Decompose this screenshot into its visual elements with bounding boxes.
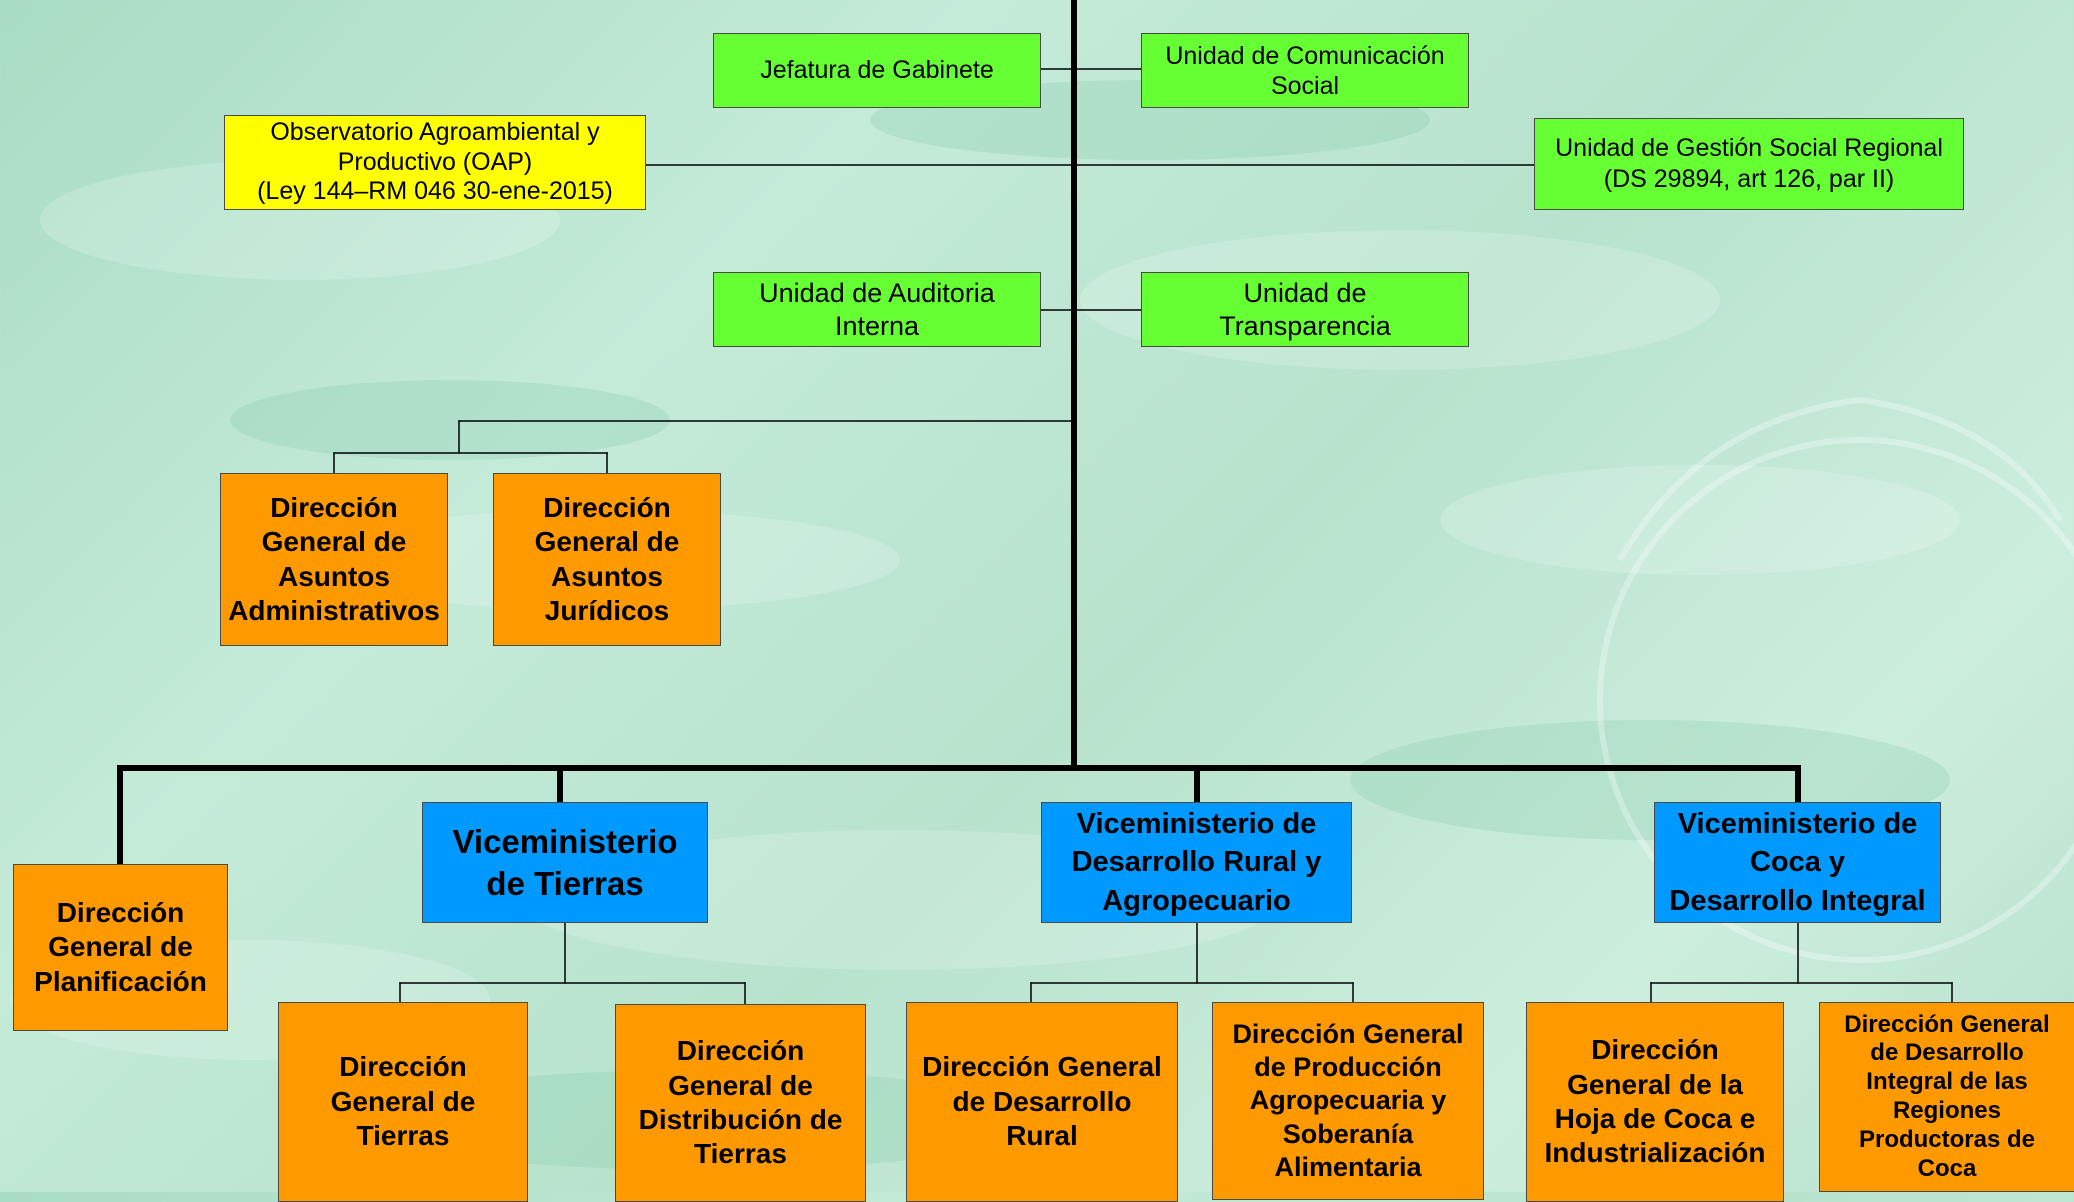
direccion-desarrollo-rural-box: Dirección General de Desarrollo Rural (906, 1002, 1178, 1202)
viceministerio-desarrollo-rural-box: Viceministerio de Desarrollo Rural y Agr… (1041, 802, 1352, 923)
direccion-planificacion-box: Dirección General de Planificación (13, 864, 228, 1031)
viceministerio-coca-box: Viceministerio de Coca y Desarrollo Inte… (1654, 802, 1941, 923)
comunicacion-social-box: Unidad de Comunicación Social (1141, 33, 1469, 108)
direccion-hoja-de-coca-box: Dirección General de la Hoja de Coca e I… (1526, 1002, 1784, 1202)
auditoria-interna-box: Unidad de Auditoria Interna (713, 272, 1041, 347)
jefatura-gabinete-box: Jefatura de Gabinete (713, 33, 1041, 108)
viceministerio-tierras-box: Viceministerio de Tierras (422, 802, 708, 923)
gestion-social-regional-box: Unidad de Gestión Social Regional (DS 29… (1534, 118, 1964, 210)
direccion-desarrollo-integral-coca-box: Dirección General de Desarrollo Integral… (1819, 1002, 2074, 1192)
direccion-produccion-agropecuaria-box: Dirección General de Producción Agropecu… (1212, 1002, 1484, 1200)
transparencia-box: Unidad de Transparencia (1141, 272, 1469, 347)
observatorio-box: Observatorio Agroambiental y Productivo … (224, 115, 646, 210)
direccion-asuntos-juridicos-box: Dirección General de Asuntos Jurídicos (493, 473, 721, 646)
direccion-tierras-box: Dirección General de Tierras (278, 1002, 528, 1202)
direccion-distribucion-tierras-box: Dirección General de Distribución de Tie… (615, 1004, 866, 1202)
direccion-asuntos-administrativos-box: Dirección General de Asuntos Administrat… (220, 473, 448, 646)
